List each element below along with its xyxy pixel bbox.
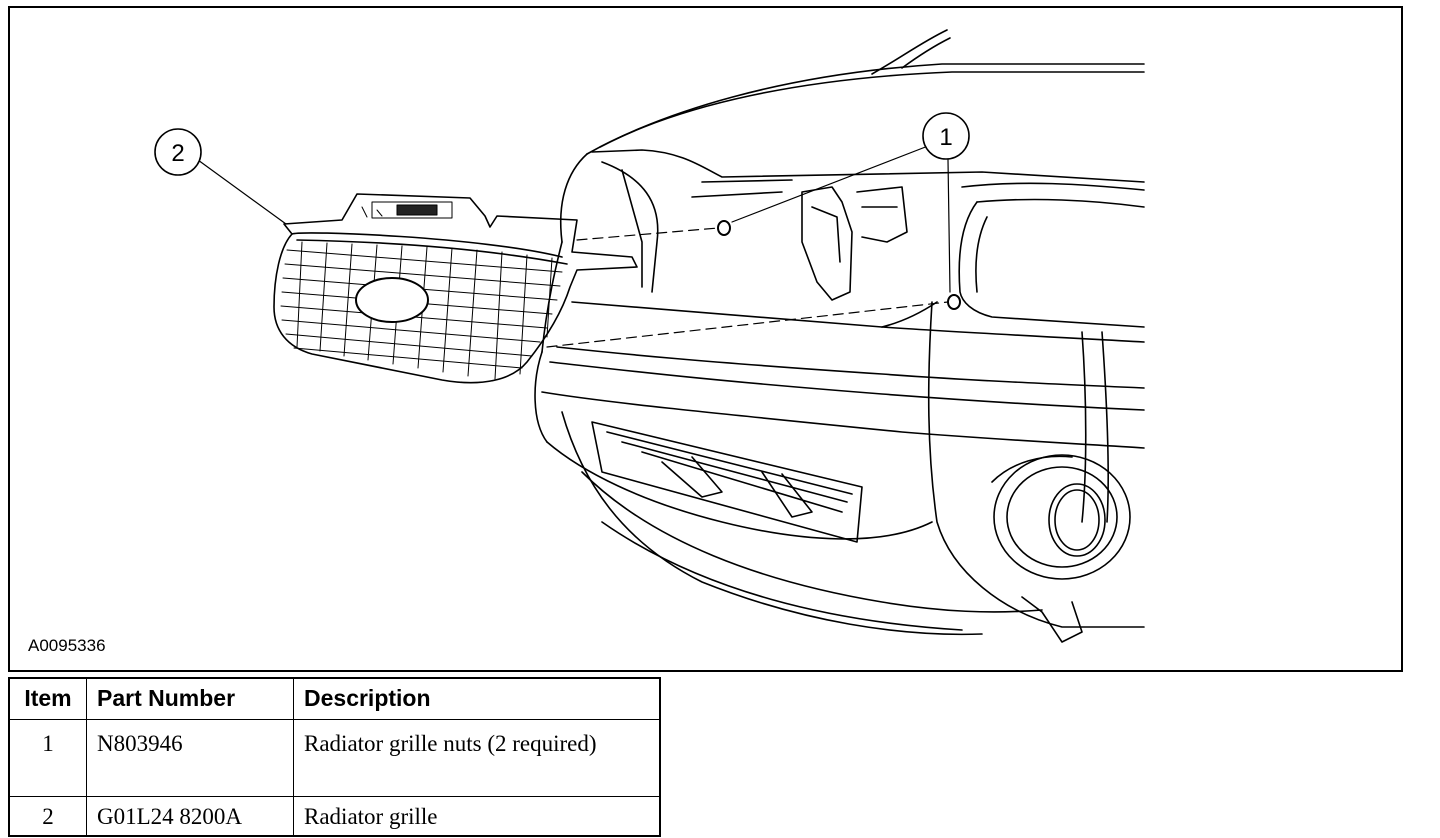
radiator-grille-part <box>273 193 638 384</box>
grille-nuts-part <box>717 220 961 310</box>
figure-id: A0095336 <box>28 636 106 655</box>
grille-removal-illustration <box>197 29 1145 643</box>
header-part-number: Part Number <box>86 677 294 720</box>
exploded-view-figure: 2 1 A0095336 <box>8 6 1403 672</box>
cell-item: 1 <box>8 719 87 797</box>
header-description: Description <box>293 677 661 720</box>
cell-item: 2 <box>8 796 87 837</box>
cell-part-number: N803946 <box>86 719 294 797</box>
callout-1: 1 <box>922 112 970 160</box>
table-row: 2 G01L24 8200A Radiator grille <box>8 796 661 837</box>
cell-part-number: G01L24 8200A <box>86 796 294 837</box>
header-item: Item <box>8 677 87 720</box>
parts-table: Item Part Number Description 1 N803946 R… <box>8 677 661 837</box>
table-row: 1 N803946 Radiator grille nuts (2 requir… <box>8 719 661 797</box>
callout-2-label: 2 <box>171 140 184 167</box>
cell-description: Radiator grille <box>293 796 661 837</box>
table-header-row: Item Part Number Description <box>8 677 661 720</box>
leader-lines <box>197 145 951 293</box>
vehicle-front-end <box>534 29 1145 643</box>
callout-2: 2 <box>154 128 202 176</box>
callout-1-label: 1 <box>939 124 952 151</box>
alignment-lines <box>546 227 949 348</box>
cell-description: Radiator grille nuts (2 required) <box>293 719 661 797</box>
